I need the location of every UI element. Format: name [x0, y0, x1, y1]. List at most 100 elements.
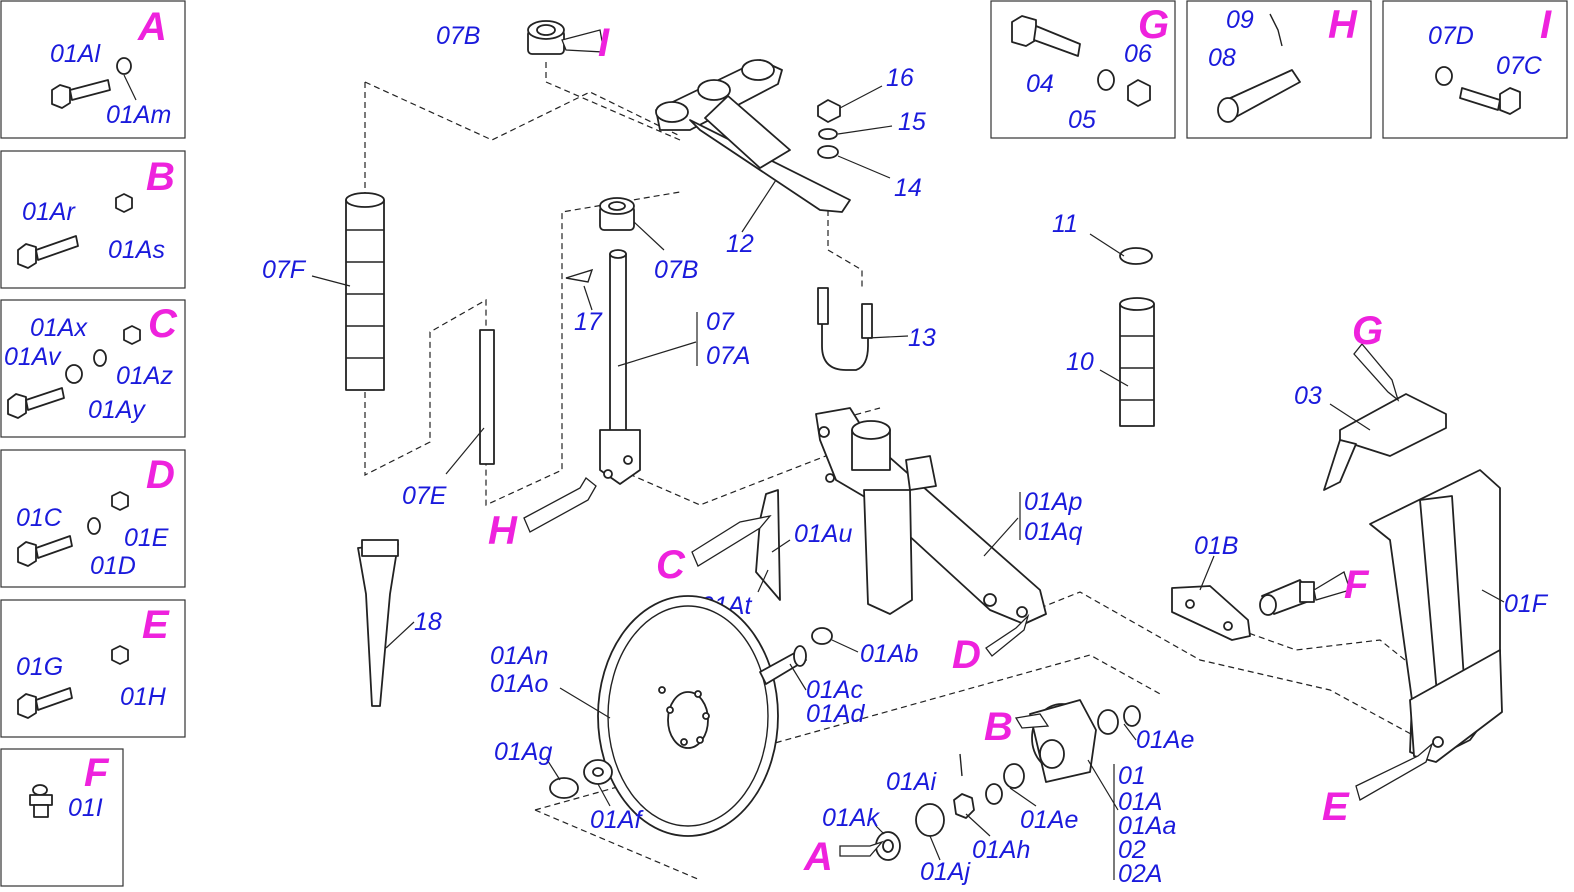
part-label-10: 10: [1066, 348, 1094, 376]
part-label-01h: 01H: [120, 683, 167, 711]
hair-pin-icon: [1269, 13, 1283, 47]
hub-01: [1029, 699, 1097, 783]
part-label-01ad: 01Ad: [806, 700, 865, 728]
group-letter-i: I: [1540, 3, 1552, 47]
nut-icon: [111, 491, 129, 511]
part-label-01ap: 01Ap: [1024, 488, 1082, 516]
part-label-14: 14: [894, 174, 922, 202]
part-label-01ac: 01Ac: [806, 676, 863, 704]
lock-washer-icon: [1097, 69, 1115, 91]
bracket-01b: [1171, 585, 1251, 641]
bracket-12: [655, 59, 851, 213]
cotter-pin-01ai: [959, 753, 963, 777]
washer-icon: [116, 57, 132, 75]
lock-washer-icon: [87, 517, 101, 535]
part-label-08: 08: [1208, 44, 1236, 72]
part-label-01al: 01Al: [50, 40, 101, 68]
part-label-07f: 07F: [262, 256, 307, 284]
part-label-01av: 01Av: [4, 343, 62, 371]
part-label-01i: 01I: [68, 794, 103, 822]
detail-box-f: F 01I: [0, 748, 124, 887]
detail-box-c: C 01Ax 01Av 01Az 01Ay: [0, 299, 186, 438]
collar-07b-mid: [599, 197, 635, 231]
part-label-01g: 01G: [16, 653, 63, 681]
part-label-01ak: 01Ak: [822, 804, 880, 832]
bearing-cone-01ae-mid: [985, 783, 1003, 805]
part-label-07c: 07C: [1496, 52, 1543, 80]
seal-01ag: [549, 777, 579, 799]
part-label-01an: 01An: [490, 642, 548, 670]
part-label-01a: 01A: [1118, 788, 1162, 816]
part-label-11: 11: [1052, 210, 1078, 238]
part-label-01ag: 01Ag: [494, 738, 552, 766]
part-label-01ao: 01Ao: [490, 670, 548, 698]
callout-g: G: [1352, 309, 1383, 353]
washer-01aj: [915, 803, 945, 837]
part-label-07: 07: [706, 308, 735, 336]
callout-arrow-g: [1353, 342, 1400, 402]
part-label-01ai: 01Ai: [886, 768, 937, 796]
callout-c: C: [656, 543, 686, 587]
part-label-01f: 01F: [1504, 590, 1549, 618]
part-label-13: 13: [908, 324, 936, 352]
callout-f: F: [1344, 563, 1370, 607]
part-label-01c: 01C: [16, 504, 63, 532]
spring-tube-07f: [345, 192, 385, 391]
part-label-01e: 01E: [124, 524, 169, 552]
hair-pin-17: [565, 268, 594, 283]
part-label-01ab: 01Ab: [860, 640, 918, 668]
part-label-05: 05: [1068, 106, 1096, 134]
part-label-04: 04: [1026, 70, 1054, 98]
threaded-rod-07e: [479, 329, 495, 465]
callout-i: I: [598, 21, 610, 65]
part-label-02: 02: [1118, 836, 1146, 864]
washer-01ab: [811, 627, 833, 645]
callout-arrow-e: [1355, 741, 1434, 801]
washer-icon: [65, 364, 83, 384]
part-label-01: 01: [1118, 762, 1146, 790]
bolt-icon: [51, 79, 111, 109]
bearing-cone-01ae-top: [1123, 705, 1141, 727]
detail-box-h: H 09 08: [1186, 0, 1372, 139]
bushing-f: [1259, 579, 1315, 616]
group-letter-e: E: [142, 603, 170, 647]
grease-fitting-icon: [29, 784, 53, 818]
part-label-01as: 01As: [108, 236, 165, 264]
part-label-17: 17: [574, 308, 603, 336]
detail-box-b: B 01Ar 01As: [0, 150, 186, 289]
part-label-12: 12: [726, 230, 754, 258]
part-label-01af: 01Af: [590, 806, 644, 834]
group-letter-c: C: [148, 302, 178, 346]
group-letter-b: B: [146, 155, 175, 199]
part-label-01az: 01Az: [116, 362, 173, 390]
part-label-01ae-top: 01Ae: [1136, 726, 1194, 754]
bearing-cup-01ae-mid: [1003, 763, 1025, 789]
nut-icon: [123, 325, 141, 345]
seed-boot-18: [357, 539, 399, 707]
nut-icon: [111, 645, 129, 665]
bolt-icon: [7, 387, 65, 419]
part-label-01b: 01B: [1194, 532, 1238, 560]
detail-box-e: E 01G 01H: [0, 599, 186, 738]
scraper-01at: [755, 489, 781, 601]
washer-14: [817, 145, 839, 159]
gauge-arm-01f: [1369, 469, 1503, 763]
group-letter-a: A: [137, 5, 167, 49]
hose-clamp-11: [1119, 247, 1153, 265]
callout-e: E: [1322, 785, 1350, 829]
part-label-01ah: 01Ah: [972, 836, 1030, 864]
detail-box-g: G 04 06 05: [990, 0, 1176, 139]
callout-arrow-d: [985, 613, 1030, 657]
part-label-01aa: 01Aa: [1118, 812, 1176, 840]
bearing-cup-01ae-top: [1097, 709, 1119, 735]
part-label-01aj: 01Aj: [920, 858, 971, 886]
part-label-07a: 07A: [706, 342, 750, 370]
part-label-01d: 01D: [90, 552, 136, 580]
castle-nut-01ah: [953, 793, 975, 819]
detail-box-i: I 07D 07C: [1382, 0, 1568, 139]
part-label-01aq: 01Aq: [1024, 518, 1082, 546]
callout-arrow-a: [839, 840, 885, 857]
nut-icon: [1127, 79, 1151, 107]
clevis-pin-icon: [1217, 69, 1301, 123]
